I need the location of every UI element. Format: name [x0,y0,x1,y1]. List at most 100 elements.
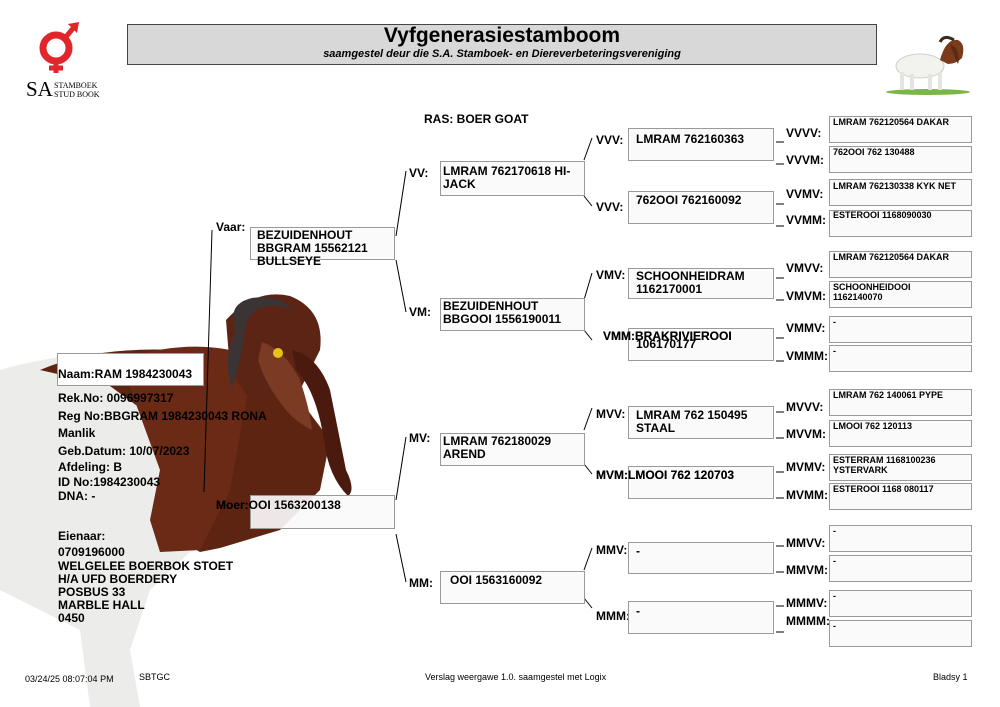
animal-name-box: Naam:RAM 1984230043 [57,353,204,386]
mvv-name: LMRAM 762 150495 STAAL [636,408,748,435]
logo-line1: STAMBOEK [54,81,98,90]
vvmv-name: LMRAM 762130338 KYK NET [833,181,957,191]
mvv-label: MVV: [596,407,626,421]
mvmv-box [829,454,972,481]
mvmv-label: MVMV: [786,460,826,474]
owner-address-2: POSBUS 33 [58,585,126,599]
mmvv-box [829,525,972,552]
owner-postal-code: 0450 [58,611,85,625]
vm-name: BEZUIDENHOUT BBGOOI 1556190011 [443,299,562,326]
vvvm-name: 762OOI 762 130488 [833,147,915,157]
mvm-label: MVM:LMOOI 762 120703 [596,468,735,482]
owner-address-1: H/A UFD BOERDERY [58,572,178,586]
mmmv-name: - [833,591,836,601]
mvvm-box [829,420,972,447]
breed-label: RAS: BOER GOAT [424,112,529,126]
mm-name: OOI 1563160092 [450,573,543,587]
vmmm-label: VMMM: [786,349,828,363]
vmvm-box [829,281,972,308]
owner-name: WELGELEE BOERBOK STOET [58,559,234,573]
animal-id: ID No:1984230043 [58,475,161,489]
owner-address-3: MARBLE HALL [58,598,145,612]
vmvv-label: VMVV: [786,261,824,275]
footer-version: Verslag weergawe 1.0. saamgestel met Log… [425,672,607,682]
vmvv-box [829,251,972,278]
vmv-label: VMV: [596,268,626,282]
mv-label: MV: [409,431,431,445]
footer-page: Bladsy 1 [933,672,968,682]
vmvm-label: VMVM: [786,289,826,303]
vmmm-name: - [833,346,836,356]
vvvv-name: LMRAM 762120564 DAKAR [833,117,950,127]
vvmm-box [829,210,972,237]
mmv-box [628,542,774,574]
vvv-label: VVV: [596,133,624,147]
sire-box [250,227,395,260]
animal-division: Afdeling: B [58,460,122,474]
vmv-name: SCHOONHEIDRAM 1162170001 [636,269,745,296]
sire-name: BEZUIDENHOUT BBGRAM 15562121 BULLSEYE [257,228,368,268]
vmmv-box [829,316,972,343]
animal-birth-date: Geb.Datum: 10/07/2023 [58,444,190,458]
mmv-name: - [636,544,640,558]
animal-reg: Reg No:BBGRAM 1984230043 RONA [58,409,267,423]
vvm-box [628,191,774,224]
vmvm-name: SCHOONHEIDOOI 1162140070 [833,282,911,302]
sa-studbook-logo-icon [39,22,79,73]
mvm-box [628,466,774,499]
vmm-name: 106170177 [636,337,697,351]
vvv-box [628,128,774,161]
mmvv-name: - [833,526,836,536]
owner-label: Eienaar: [58,529,106,543]
mmvm-box [829,555,972,582]
vmm-label: VMM:BRAKRIVIEROOI [603,329,732,343]
mmmm-name: - [833,621,836,631]
vvmm-label: VVMM: [786,213,826,227]
mvvm-name: LMOOI 762 120113 [833,421,913,431]
mmmv-box [829,590,972,617]
logo-line2: STUD BOOK [54,90,100,99]
vvvm-box [829,146,972,173]
vm-box [440,298,585,331]
dam-box [250,495,395,529]
vvmv-label: VVMV: [786,187,824,201]
vvv-name: LMRAM 762160363 [636,132,745,146]
mv-box [440,433,585,466]
mvvv-name: LMRAM 762 140061 PYPE [833,390,944,400]
vmvv-name: LMRAM 762120564 DAKAR [833,252,950,262]
owner-number: 0709196000 [58,545,125,559]
vv-box [440,161,585,196]
vvvv-box [829,116,972,143]
mmv-label: MMV: [596,543,628,557]
mvv-box [628,406,774,439]
vvm-label: VVV: [596,200,624,214]
vv-name: LMRAM 762170618 HI- JACK [443,164,571,191]
vmmm-box [829,345,972,372]
mvmv-name: ESTERRAM 1168100236 YSTERVARK [833,455,936,475]
mvm-label-overlay: MVM:LMOOI 762 120703 [596,468,735,482]
mvmm-name: ESTEROOI 1168 080117 [833,484,934,494]
vmmv-label: VMMV: [786,321,826,335]
mmmm-label: MMMM: [786,614,830,628]
vvmv-box [829,179,972,206]
footer-datetime: 03/24/25 08:07:04 PM [25,674,114,684]
mmvm-name: - [833,556,836,566]
mvmm-box [829,483,972,510]
mm-label: MM: [409,576,433,590]
vmm-label-overlay: VMM:BRAKRIVIEROOI [603,329,732,343]
animal-dna: DNA: - [58,489,96,503]
vv-label: VV: [409,166,429,180]
vmm-box [628,328,774,361]
goat-thumbnail-icon [886,35,970,95]
logo-sa: SA [26,77,53,101]
header-banner: Vyfgenerasiestamboom saamgestel deur die… [127,24,877,65]
sire-label: Vaar: [216,220,246,234]
logo: SA STAMBOEK STUD BOOK [24,22,104,102]
mmm-label: MMM: [596,609,630,623]
vm-label: VM: [409,305,431,319]
mm-box [440,571,585,604]
vvvm-label: VVVM: [786,153,825,167]
mmmv-label: MMMV: [786,596,828,610]
mmvv-label: MMVV: [786,536,826,550]
vvm-name: 762OOI 762160092 [636,193,742,207]
